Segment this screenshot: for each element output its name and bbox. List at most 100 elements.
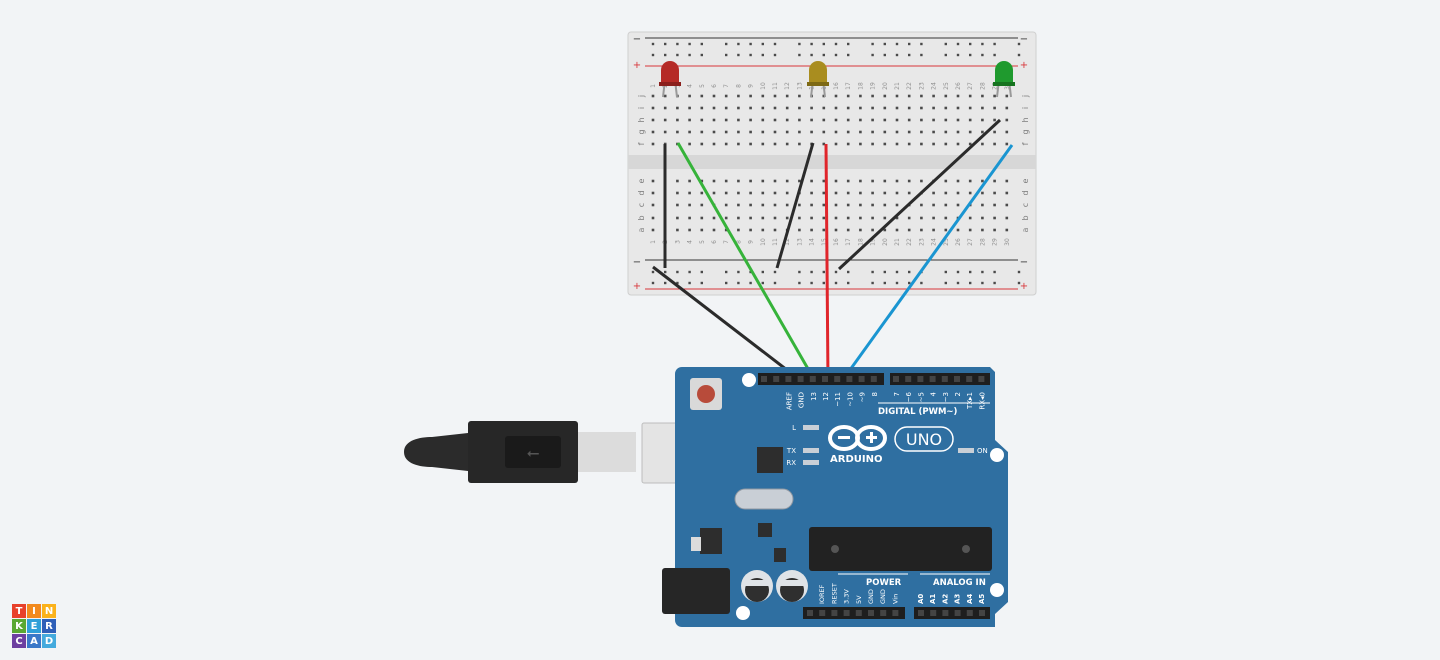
rail-hole[interactable] (773, 270, 777, 274)
breadboard-hole[interactable] (907, 228, 911, 232)
header-pin[interactable] (846, 376, 853, 382)
breadboard-hole[interactable] (859, 130, 862, 134)
breadboard-hole[interactable] (749, 94, 752, 98)
breadboard-hole[interactable] (822, 106, 826, 110)
breadboard-hole[interactable] (712, 118, 716, 122)
breadboard-hole[interactable] (737, 130, 740, 134)
breadboard-hole[interactable] (944, 179, 948, 183)
header-pin[interactable] (797, 376, 804, 382)
breadboard-hole[interactable] (981, 94, 984, 98)
breadboard-hole[interactable] (932, 130, 935, 134)
breadboard-hole[interactable] (822, 94, 826, 98)
breadboard-hole[interactable] (663, 106, 667, 110)
breadboard-hole[interactable] (773, 142, 777, 146)
breadboard-hole[interactable] (712, 130, 716, 134)
breadboard-hole[interactable] (700, 216, 704, 220)
breadboard-hole[interactable] (859, 228, 862, 232)
rail-hole[interactable] (895, 281, 899, 285)
breadboard-hole[interactable] (761, 130, 765, 134)
header-pin[interactable] (917, 376, 924, 382)
breadboard-hole[interactable] (737, 216, 740, 220)
rail-hole[interactable] (688, 270, 691, 274)
breadboard-hole[interactable] (1005, 106, 1009, 110)
breadboard-hole[interactable] (895, 130, 899, 134)
breadboard-hole[interactable] (724, 94, 728, 98)
breadboard-hole[interactable] (749, 191, 752, 195)
breadboard-hole[interactable] (846, 130, 850, 134)
breadboard-hole[interactable] (651, 106, 655, 110)
rail-hole[interactable] (676, 53, 679, 57)
header-pin[interactable] (966, 610, 973, 616)
breadboard-hole[interactable] (712, 94, 716, 98)
breadboard-hole[interactable] (883, 216, 887, 220)
rail-hole[interactable] (749, 53, 752, 57)
rail-hole[interactable] (725, 42, 728, 46)
breadboard-hole[interactable] (993, 130, 996, 134)
rail-hole[interactable] (981, 270, 984, 274)
breadboard-hole[interactable] (944, 203, 948, 207)
breadboard-hole[interactable] (895, 106, 899, 110)
breadboard-hole[interactable] (968, 216, 972, 220)
breadboard-hole[interactable] (773, 216, 777, 220)
rail-hole[interactable] (798, 53, 801, 57)
wires[interactable] (652, 118, 1014, 382)
breadboard-hole[interactable] (810, 216, 813, 220)
breadboard-hole[interactable] (895, 216, 899, 220)
header-pin[interactable] (892, 610, 899, 616)
breadboard-hole[interactable] (981, 203, 984, 207)
breadboard-hole[interactable] (871, 142, 874, 146)
header-pin[interactable] (905, 376, 912, 382)
rail-hole[interactable] (664, 270, 667, 274)
reset-button[interactable] (690, 378, 722, 410)
breadboard-hole[interactable] (871, 130, 874, 134)
header-pin[interactable] (834, 376, 841, 382)
rail-hole[interactable] (761, 281, 764, 285)
rail-hole[interactable] (944, 270, 947, 274)
breadboard-hole[interactable] (956, 179, 960, 183)
rail-hole[interactable] (798, 42, 801, 46)
header-pin[interactable] (773, 376, 780, 382)
breadboard-hole[interactable] (993, 106, 996, 110)
rail-hole[interactable] (822, 53, 825, 57)
breadboard-hole[interactable] (932, 191, 935, 195)
breadboard-hole[interactable] (651, 191, 655, 195)
breadboard-hole[interactable] (932, 106, 935, 110)
breadboard-hole[interactable] (834, 228, 838, 232)
breadboard-hole[interactable] (1005, 216, 1009, 220)
breadboard-hole[interactable] (688, 191, 691, 195)
breadboard-hole[interactable] (749, 216, 752, 220)
header-pin[interactable] (930, 610, 937, 616)
breadboard-hole[interactable] (895, 118, 899, 122)
breadboard-hole[interactable] (651, 142, 655, 146)
breadboard-hole[interactable] (834, 94, 838, 98)
breadboard-hole[interactable] (859, 203, 862, 207)
breadboard-hole[interactable] (749, 179, 752, 183)
rail-hole[interactable] (834, 270, 838, 274)
rail-hole[interactable] (956, 270, 960, 274)
breadboard-hole[interactable] (956, 142, 960, 146)
breadboard-hole[interactable] (944, 106, 948, 110)
breadboard-hole[interactable] (895, 203, 899, 207)
rail-hole[interactable] (993, 42, 996, 46)
breadboard-hole[interactable] (907, 216, 911, 220)
breadboard-hole[interactable] (907, 106, 911, 110)
breadboard-hole[interactable] (968, 179, 972, 183)
rail-hole[interactable] (822, 281, 825, 285)
breadboard-hole[interactable] (883, 94, 887, 98)
header-pin[interactable] (979, 610, 985, 616)
rail-hole[interactable] (908, 270, 911, 274)
breadboard-hole[interactable] (688, 94, 691, 98)
breadboard-hole[interactable] (700, 94, 704, 98)
breadboard-hole[interactable] (798, 118, 801, 122)
breadboard-hole[interactable] (773, 106, 777, 110)
breadboard-hole[interactable] (956, 118, 960, 122)
breadboard-hole[interactable] (834, 106, 838, 110)
breadboard-hole[interactable] (968, 228, 972, 232)
header-pin[interactable] (918, 610, 924, 616)
breadboard-hole[interactable] (785, 203, 789, 207)
breadboard-hole[interactable] (688, 130, 691, 134)
breadboard-hole[interactable] (688, 228, 691, 232)
breadboard-hole[interactable] (785, 106, 789, 110)
breadboard-hole[interactable] (663, 94, 667, 98)
breadboard-hole[interactable] (846, 179, 850, 183)
